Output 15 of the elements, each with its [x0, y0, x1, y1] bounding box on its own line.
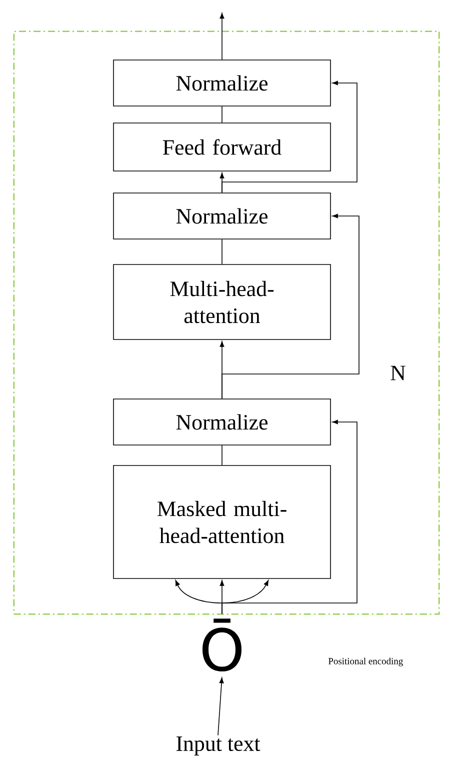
process-box: Masked multi-head-attention	[113, 465, 331, 579]
process-box: Normalize	[113, 60, 331, 106]
arrow	[218, 678, 224, 736]
arrow	[222, 80, 358, 193]
process-box: Normalize	[113, 398, 331, 446]
arrow	[222, 214, 360, 399]
process-box: Multi-head-attention	[113, 264, 331, 340]
process-box: Normalize	[113, 192, 331, 240]
arrow	[222, 420, 358, 614]
input-label: Input text	[176, 736, 260, 756]
note-label: Positional encoding	[328, 658, 403, 666]
repeat-label: N	[390, 366, 406, 380]
arrow	[220, 12, 224, 60]
process-box: Feed forward	[113, 122, 331, 172]
encoding-symbol: Ō	[202, 618, 242, 672]
